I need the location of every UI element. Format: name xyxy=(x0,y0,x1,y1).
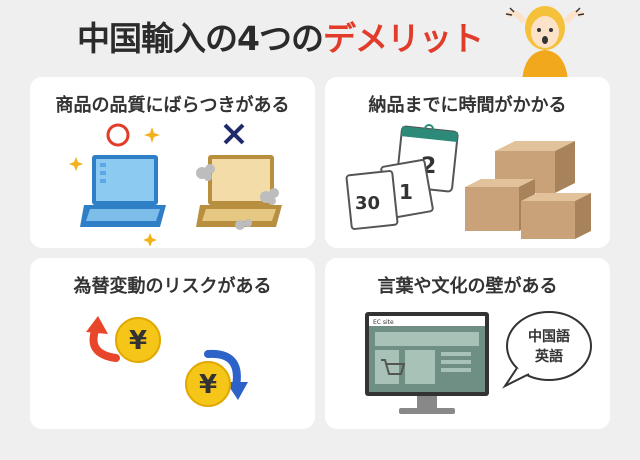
page-title-accent: デメリット xyxy=(322,19,484,58)
yen-symbol: ¥ xyxy=(199,370,217,400)
yen-coin-icon: ¥ xyxy=(185,361,231,407)
laptop-good-icon xyxy=(80,155,166,227)
monitor-icon: EC site xyxy=(365,312,489,414)
speech-line-chinese: 中国語 xyxy=(528,329,570,345)
dust-cloud-icon xyxy=(196,164,279,230)
delivery-illustration: 2 1 30 xyxy=(345,124,591,239)
cart-icon xyxy=(381,359,406,375)
card-delivery-time: 納品までに時間がかかる 2 1 30 xyxy=(325,77,610,248)
cardboard-boxes-icon xyxy=(465,141,591,239)
card-quality-variance: 商品の品質にばらつきがある xyxy=(30,77,315,248)
arrow-down-icon xyxy=(204,349,241,390)
exchange-illustration: ¥ ¥ xyxy=(86,316,248,407)
card-title: 言葉や文化の壁がある xyxy=(377,276,558,297)
worried-person-illustration xyxy=(505,6,585,82)
card-title: 為替変動のリスクがある xyxy=(73,276,272,297)
calendar-page-30: 30 xyxy=(355,193,380,214)
speech-bubble-icon xyxy=(502,311,592,389)
speech-line-english: 英語 xyxy=(535,349,563,365)
card-title: 納品までに時間がかかる xyxy=(368,95,567,116)
calendar-icon: 2 1 30 xyxy=(345,124,459,230)
language-illustration: EC site xyxy=(365,311,592,414)
cross-mark-icon xyxy=(223,123,245,145)
yen-coin-icon: ¥ xyxy=(115,317,161,363)
calendar-page-1: 1 xyxy=(399,180,413,204)
yen-symbol: ¥ xyxy=(129,326,147,356)
page-title-main: 中国輸入の4つの xyxy=(77,19,324,58)
laptop-bad-icon xyxy=(196,155,282,227)
card-language-barrier: 言葉や文化の壁がある EC site 中国語 英語 xyxy=(325,258,610,429)
page-title: 中国輸入の4つのデメリット xyxy=(0,12,560,60)
sparkle-icon xyxy=(69,127,160,246)
quality-illustration xyxy=(69,123,282,246)
speech-bubble-text: 中国語 英語 xyxy=(507,327,591,367)
card-title: 商品の品質にばらつきがある xyxy=(55,95,290,116)
card-exchange-risk: 為替変動のリスクがある ¥ ¥ xyxy=(30,258,315,429)
ec-site-label: EC site xyxy=(373,319,394,326)
circle-mark-icon xyxy=(106,123,130,147)
